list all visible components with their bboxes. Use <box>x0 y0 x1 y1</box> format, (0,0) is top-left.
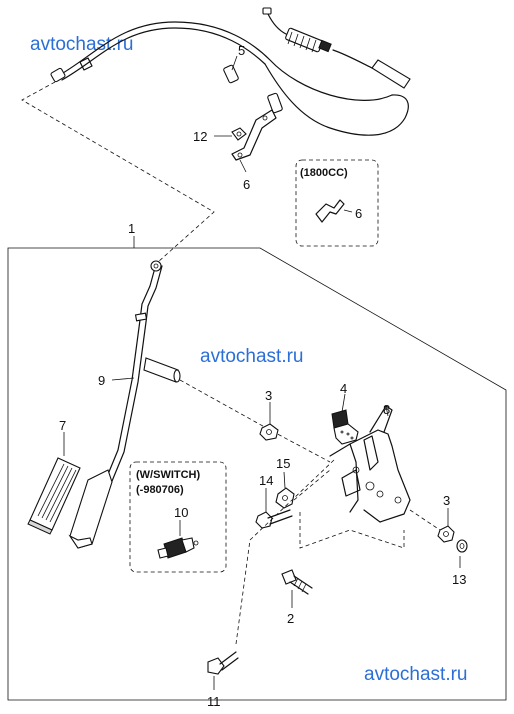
callout-14: 14 <box>259 473 273 488</box>
callout-3-right: 3 <box>443 493 450 508</box>
engine-variant-inset: (1800CC) 6 <box>295 159 379 247</box>
switch-variant-inset: (W/SWITCH) (-980706) 10 <box>129 461 227 573</box>
pedal-arm <box>103 260 181 487</box>
accelerator-switch <box>157 537 199 559</box>
callout-13: 13 <box>452 572 466 587</box>
pedal-bracket <box>329 405 411 523</box>
inset-switch-label-1: (W/SWITCH) <box>136 469 200 481</box>
callout-inset-6: 6 <box>355 206 362 221</box>
callout-2: 2 <box>287 611 294 626</box>
watermark-middle: avtochast.ru <box>200 346 304 367</box>
cable-adjuster <box>285 27 332 53</box>
bolt-11 <box>207 651 239 675</box>
pedal-rubber-pad <box>27 457 81 535</box>
accelerator-cable <box>50 7 411 136</box>
callout-12: 12 <box>193 129 207 144</box>
callout-8: 8 <box>383 402 390 417</box>
callout-9: 9 <box>98 373 105 388</box>
callout-3-upper: 3 <box>265 388 272 403</box>
bolt-14 <box>255 509 293 529</box>
pedal-pad-on-arm <box>68 469 113 549</box>
stud-2 <box>281 569 313 595</box>
callout-15: 15 <box>276 456 290 471</box>
nut-15 <box>275 487 295 509</box>
washer-13 <box>456 539 468 553</box>
callout-10: 10 <box>174 505 188 520</box>
pedal-stopper <box>331 409 359 445</box>
inset-1800cc-label: (1800CC) <box>300 167 348 179</box>
watermark-bottom: avtochast.ru <box>364 664 468 685</box>
callout-4: 4 <box>340 381 347 396</box>
nut-right <box>437 525 455 543</box>
assembly-outline <box>7 247 507 701</box>
callout-1: 1 <box>128 221 135 236</box>
callout-5: 5 <box>238 43 245 58</box>
callout-11: 11 <box>207 694 221 709</box>
callout-7: 7 <box>59 418 66 433</box>
inset-switch-label-2: (-980706) <box>136 484 184 496</box>
cable-bracket <box>231 109 277 161</box>
callout-6: 6 <box>243 177 250 192</box>
cable-bolt <box>231 127 247 141</box>
